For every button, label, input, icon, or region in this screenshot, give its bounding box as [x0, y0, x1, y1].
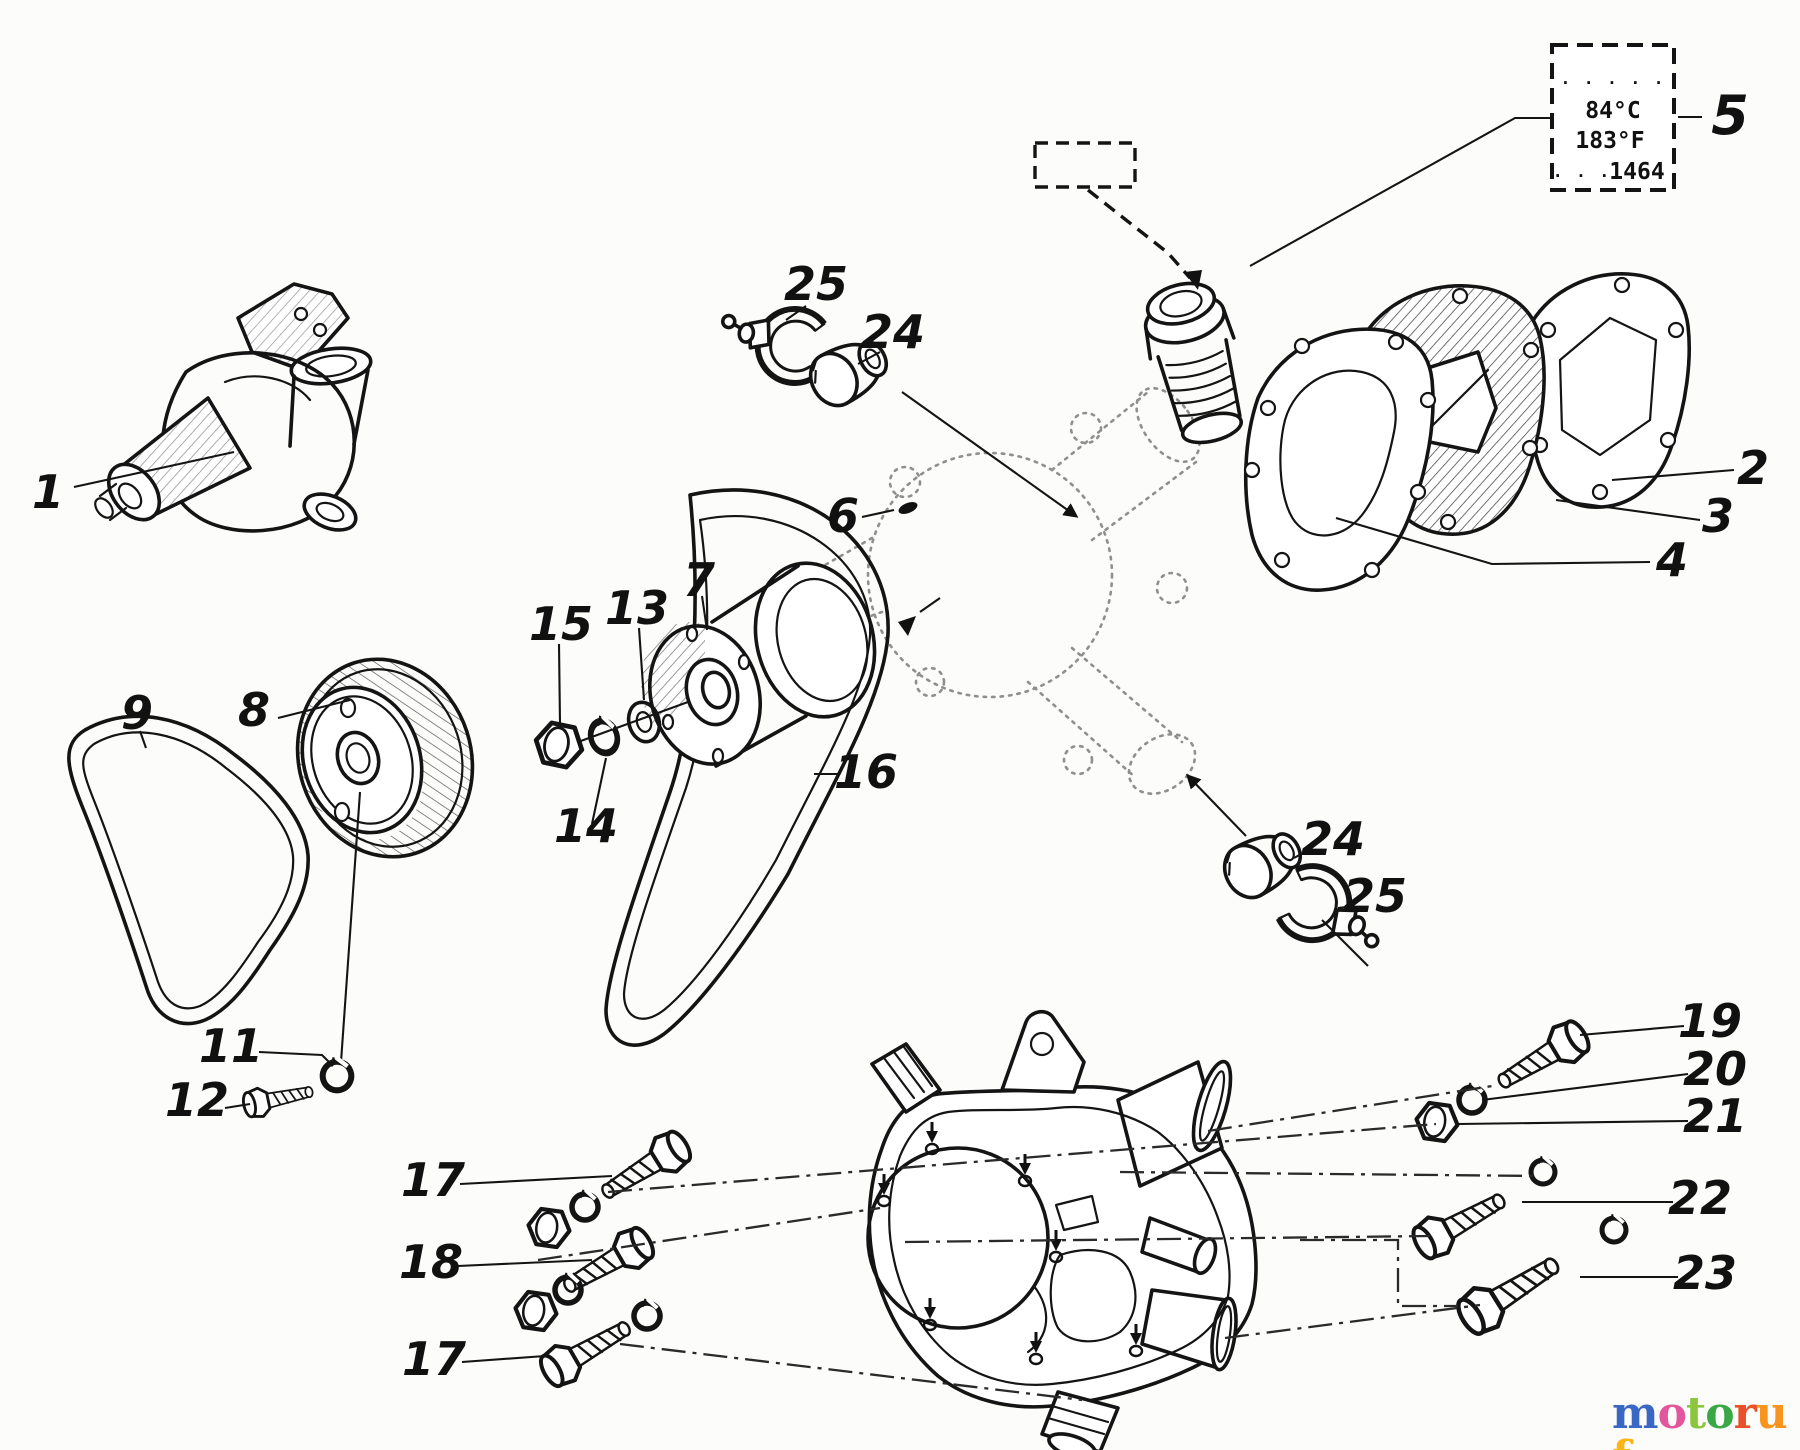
callout-12: 12 [165, 1073, 229, 1127]
callout-13: 13 [605, 581, 669, 635]
assembly-arrow [898, 616, 916, 636]
callout-4: 4 [1655, 533, 1688, 587]
callout-25-bottom: 25 [1343, 869, 1407, 923]
callout-20: 20 [1683, 1042, 1747, 1096]
callout-1: 1 [32, 465, 64, 519]
callout-18: 18 [399, 1235, 463, 1289]
callout-17-upper: 17 [401, 1153, 465, 1207]
sleeve-leader [901, 391, 1079, 518]
bolt-22 [1408, 1154, 1558, 1264]
callout-25-top: 25 [784, 257, 848, 311]
callout-8: 8 [238, 683, 270, 737]
water-pump-assembly [94, 282, 373, 533]
watermark-letter: o [1657, 1388, 1687, 1439]
watermark-logo: motoruf.de [1612, 1392, 1800, 1450]
callout-9: 9 [121, 686, 153, 740]
callout-7: 7 [683, 553, 715, 607]
spec-dots-top: . . . . . [1561, 69, 1666, 88]
woodruff-key [898, 502, 918, 514]
gasket-front [1243, 327, 1437, 592]
callout-11: 11 [199, 1019, 263, 1073]
callout-17-lower: 17 [402, 1332, 466, 1386]
callouts: 1 2 3 4 5 6 7 8 9 11 12 13 14 15 16 17 1… [32, 84, 1769, 1386]
watermark-letter: f [1612, 1436, 1631, 1450]
callout-5: 5 [1711, 84, 1749, 147]
gasket-rear [1523, 272, 1691, 509]
callout-21: 21 [1683, 1089, 1747, 1143]
callout-6: 6 [827, 489, 859, 543]
v-belt-16 [604, 488, 890, 1047]
callout-23: 23 [1673, 1246, 1737, 1300]
rear-housing [866, 1009, 1258, 1450]
impeller-hub-flange [577, 622, 763, 766]
outlet-leader [1185, 773, 1247, 837]
marker-arrowhead [1184, 270, 1202, 290]
callout-22: 22 [1668, 1171, 1732, 1225]
callout-2: 2 [1737, 441, 1769, 495]
leader-lines [73, 115, 1735, 1364]
thermostat-spec-box: . . . . . 84°C 183°F . . . 1464 [1550, 43, 1676, 192]
spec-dots-bottom: . . . [1553, 162, 1611, 181]
callout-14: 14 [554, 799, 618, 853]
callout-15: 15 [529, 597, 593, 651]
marker-leader [1086, 188, 1192, 280]
watermark-letter: m [1612, 1388, 1659, 1439]
callout-19: 19 [1678, 994, 1742, 1048]
v-belt-9 [67, 714, 310, 1026]
spec-part-number: 1464 [1609, 159, 1664, 185]
pulley [295, 657, 475, 1063]
bolt-12 [239, 1075, 317, 1122]
spec-temp-c: 84°C [1585, 98, 1640, 124]
lock-washer-11 [317, 1054, 355, 1095]
lock-washer-14 [585, 713, 621, 757]
nut-15 [532, 720, 586, 769]
hose-sleeve-24-bottom [1213, 819, 1312, 908]
watermark-letter: r [1733, 1388, 1757, 1439]
callout-3: 3 [1702, 489, 1734, 543]
spec-temp-f: 183°F [1575, 128, 1644, 154]
watermark-letter: u [1755, 1388, 1788, 1439]
clamp-leader [1321, 919, 1369, 967]
watermark-letter: o [1705, 1388, 1734, 1439]
callout-16: 16 [834, 745, 898, 799]
centerlines [537, 1084, 1541, 1402]
watermark-letter: t [1685, 1388, 1706, 1439]
callout-24-top: 24 [861, 305, 925, 359]
mounting-position-marker [1033, 141, 1137, 189]
callout-24-bottom: 24 [1301, 812, 1365, 866]
thermostat [1143, 281, 1244, 445]
